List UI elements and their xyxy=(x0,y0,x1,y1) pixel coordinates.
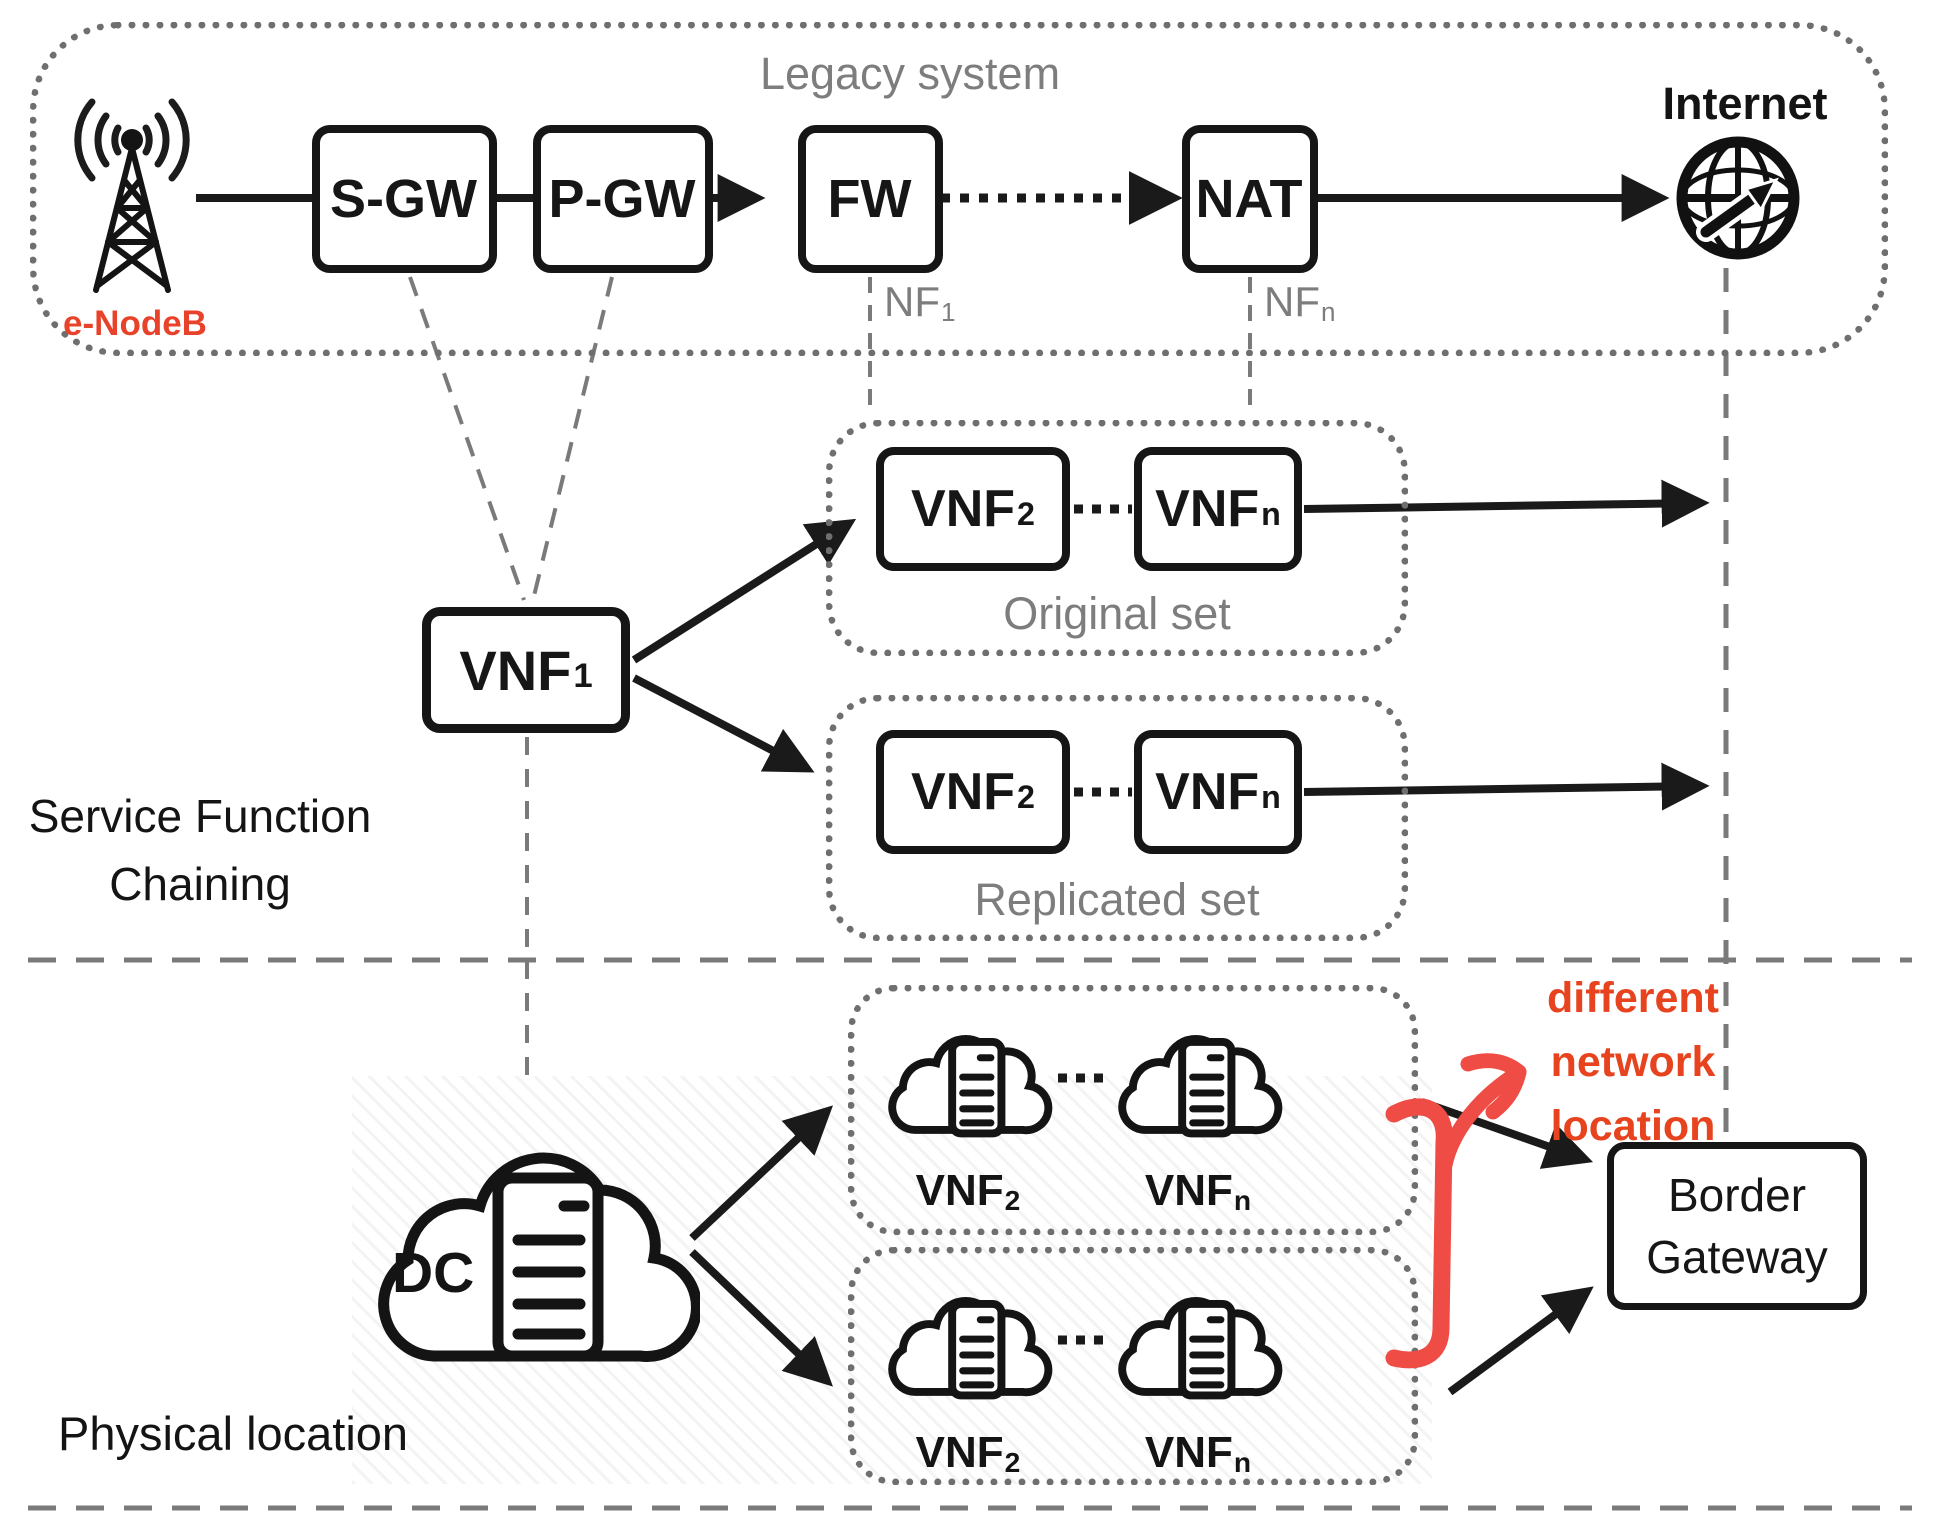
pgw-node: P-GW xyxy=(533,125,713,273)
physical-flow-lines xyxy=(689,1073,1594,1396)
dash-pgw-vnf1 xyxy=(531,276,614,601)
border-gateway-line2: Gateway xyxy=(1646,1231,1828,1283)
radio-tower-icon xyxy=(62,90,202,304)
nfn-label: NFn xyxy=(1264,278,1336,327)
legacy-title: Legacy system xyxy=(759,48,1061,99)
border-gateway-node: Border Gateway xyxy=(1607,1142,1867,1310)
dash-sgw-vnf1 xyxy=(408,276,526,601)
vnf2-cloud-server-icon-set2 xyxy=(880,1265,1056,1415)
mapping-dashed-lines xyxy=(28,268,1912,1511)
vnfn-label-set1: VNFn xyxy=(1144,1166,1252,1217)
vnf2-label-set1: VNF2 xyxy=(915,1166,1021,1217)
physical-section-heading: Physical location xyxy=(58,1407,409,1460)
sfc-heading-line1: Service Function xyxy=(28,790,372,842)
original-set-label: Original set xyxy=(1003,588,1231,639)
arrow-vnf1-original xyxy=(631,518,857,664)
arrow-replicated-out xyxy=(1303,762,1710,811)
replicated-set-label: Replicated set xyxy=(974,874,1260,925)
globe-arrow-icon xyxy=(1672,132,1804,264)
sfc-flow-lines xyxy=(631,479,1710,811)
arrow-set2-bordergateway xyxy=(1447,1286,1594,1396)
vnfn-cloud-server-icon-set1 xyxy=(1110,1003,1286,1153)
arrow-dc-set1 xyxy=(689,1105,833,1241)
fw-node: FW xyxy=(798,125,943,273)
border-gateway-line1: Border xyxy=(1667,1169,1807,1221)
vnf2-label-set2: VNF2 xyxy=(915,1428,1021,1479)
pgw-label: P-GW xyxy=(548,169,696,229)
sgw-label: S-GW xyxy=(330,169,477,229)
fw-label: FW xyxy=(827,169,912,229)
different-network-location-annotation: different network location xyxy=(1547,974,1719,1150)
sfc-section-heading: Service Function Chaining xyxy=(16,782,384,918)
legacy-system-container xyxy=(30,22,1888,356)
dc-label: DC xyxy=(392,1241,475,1305)
nat-label: NAT xyxy=(1195,169,1303,229)
internet-label: Internet xyxy=(1662,78,1828,129)
nf1-label: NF1 xyxy=(884,278,956,327)
enodeb-label: e-NodeB xyxy=(63,304,207,343)
vnfn-label-set2: VNFn xyxy=(1144,1428,1252,1479)
vnfn-cloud-server-icon-set2 xyxy=(1110,1265,1286,1415)
sgw-node: S-GW xyxy=(312,125,497,273)
arrow-original-out xyxy=(1303,479,1710,528)
arrow-dc-set2 xyxy=(689,1249,833,1387)
vnf2-cloud-server-icon-set1 xyxy=(880,1003,1056,1153)
sfc-heading-line2: Chaining xyxy=(109,858,291,910)
arrow-vnf1-replicated xyxy=(632,674,815,773)
nat-node: NAT xyxy=(1182,125,1318,273)
replicated-set-container xyxy=(826,695,1408,941)
dc-cloud-server-icon xyxy=(368,1088,700,1400)
